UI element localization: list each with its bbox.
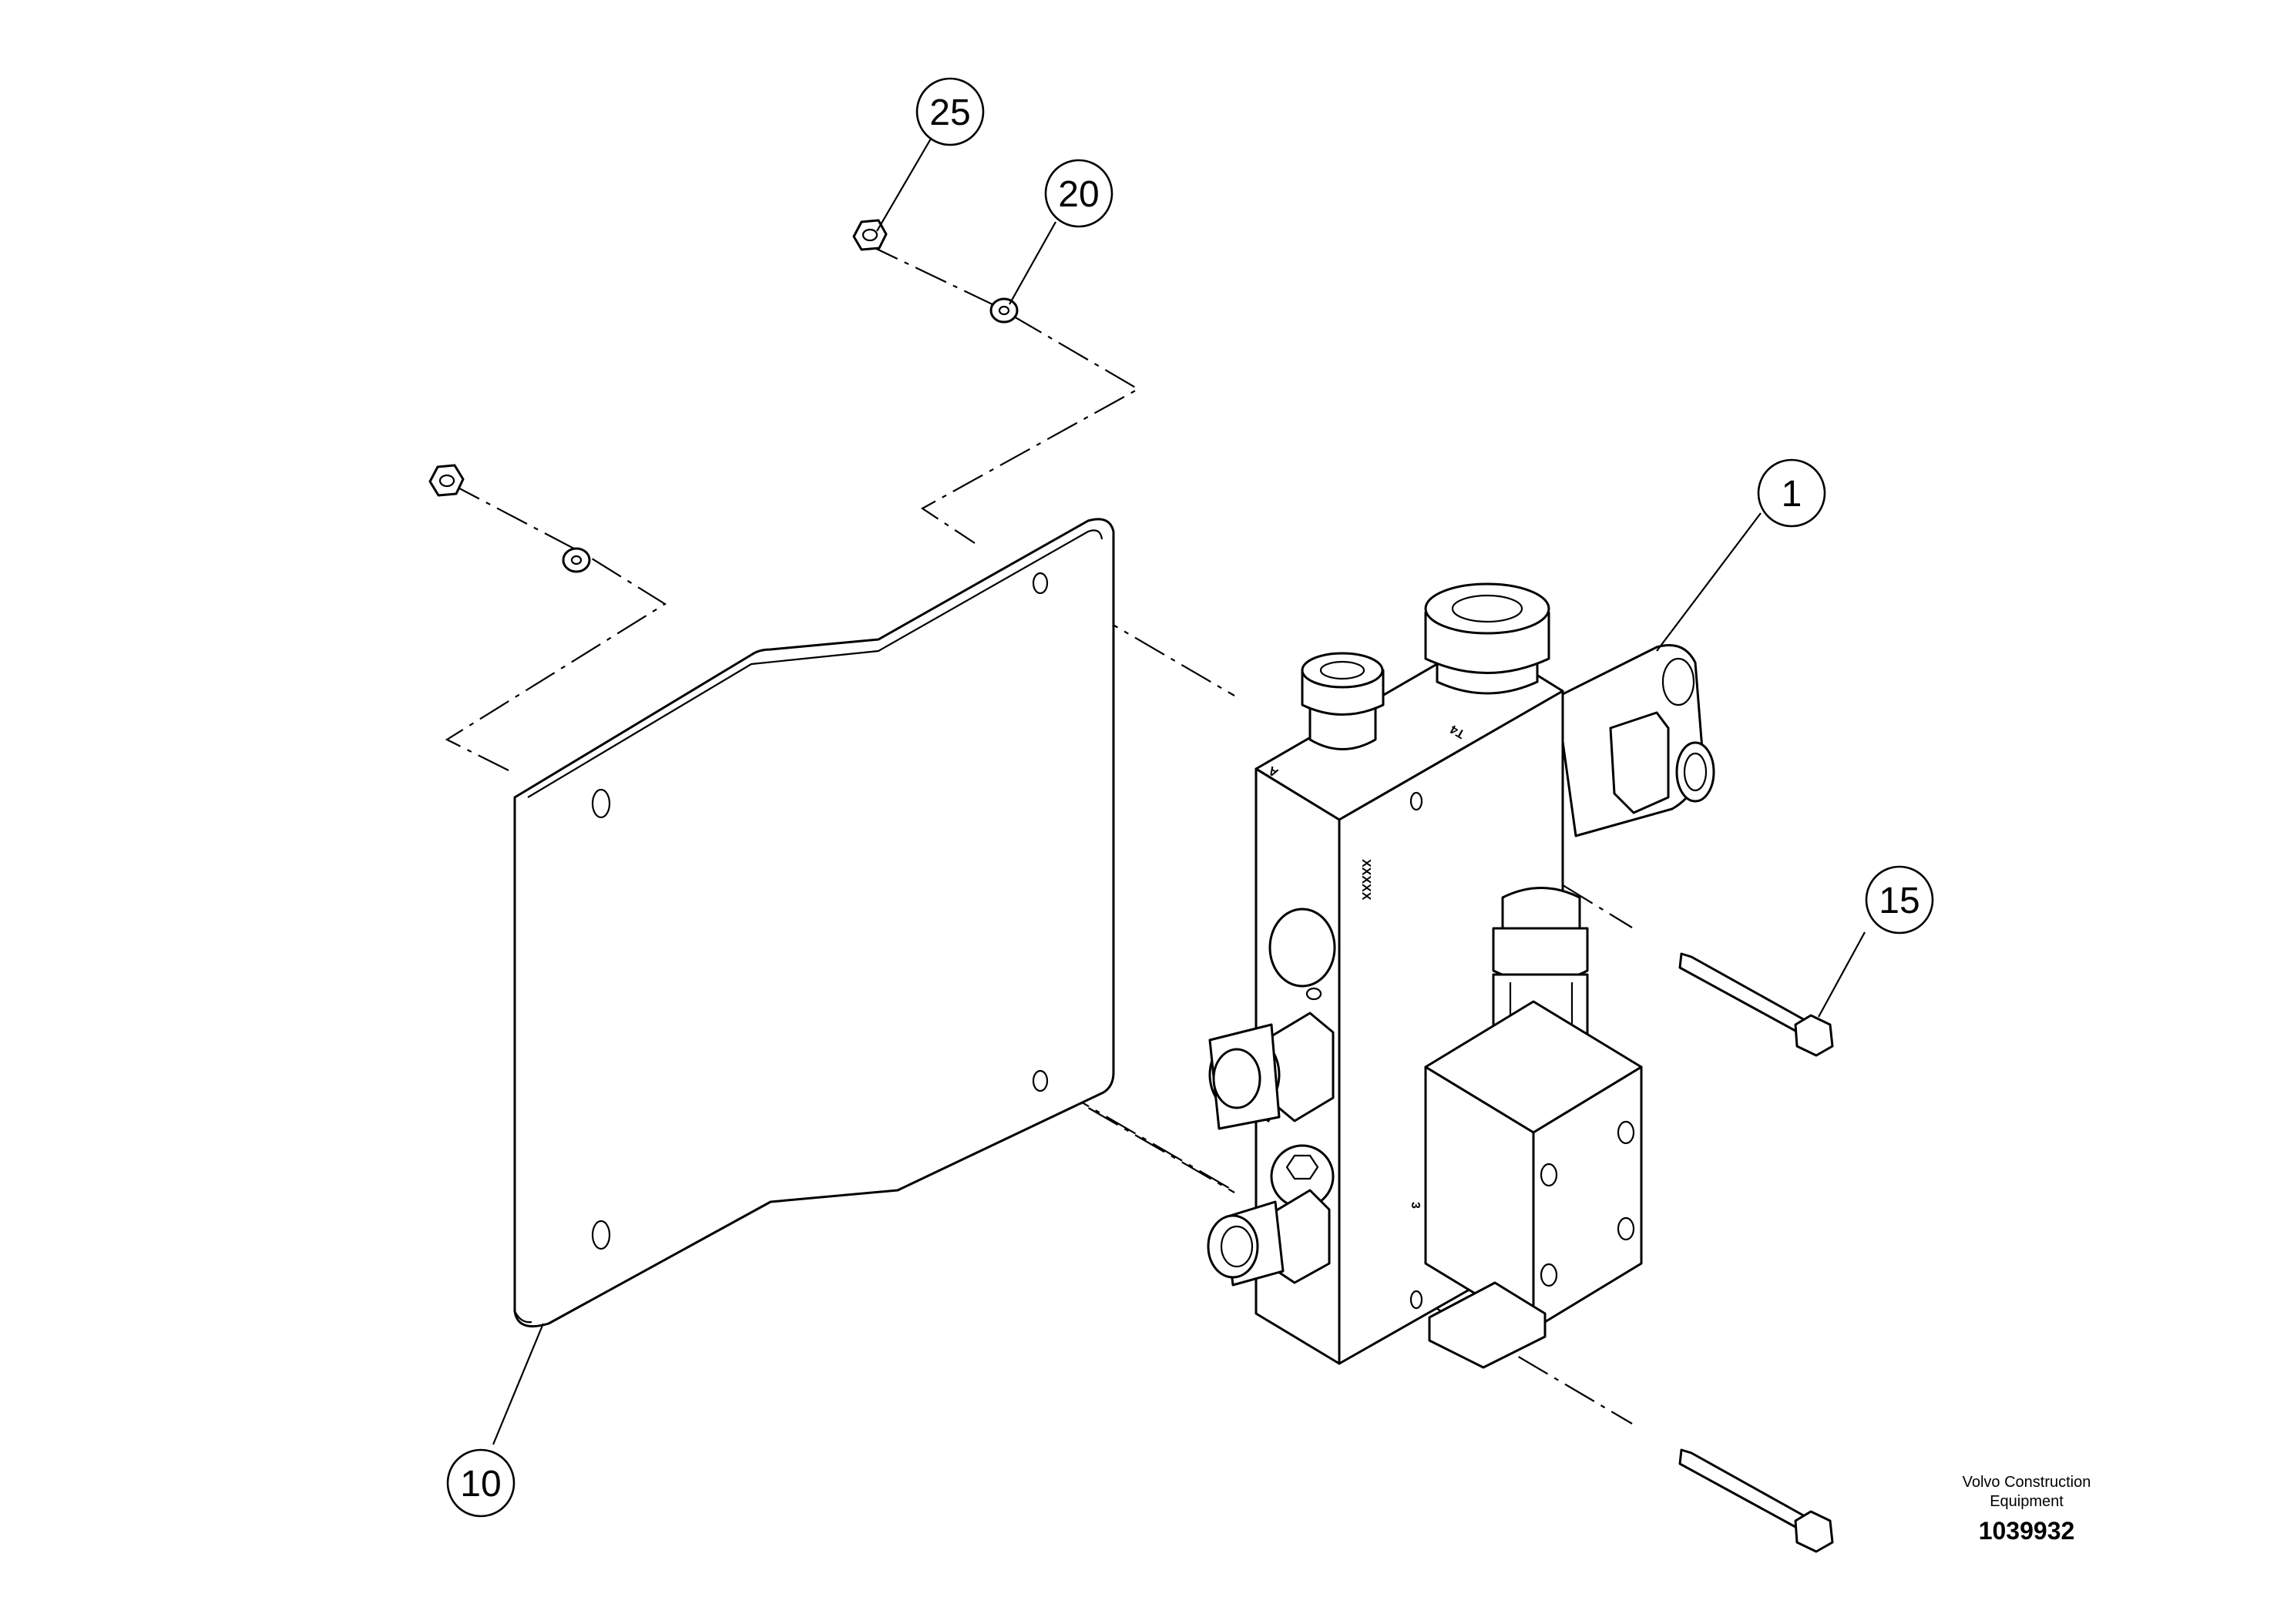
brand-line-1: Volvo Construction bbox=[1963, 1474, 2091, 1491]
callout-10: 10 bbox=[446, 1448, 516, 1518]
port-label-g: 3 bbox=[1409, 1202, 1422, 1209]
fitting-top-right bbox=[1424, 582, 1550, 695]
pressure-valve-body bbox=[1424, 1000, 1643, 1330]
centerline-plate-top-right bbox=[1041, 582, 1235, 696]
centerline-upper-fasteners bbox=[866, 243, 1140, 544]
callout-label: 1 bbox=[1782, 474, 1802, 515]
bolt-upper bbox=[1678, 952, 1834, 1057]
mounting-plate bbox=[513, 518, 1115, 1327]
callout-15: 15 bbox=[1865, 865, 1934, 934]
centerline-left-fasteners bbox=[445, 482, 667, 771]
plate-hole bbox=[1032, 1069, 1049, 1092]
plate-hole bbox=[591, 1220, 611, 1250]
fitting-side-upper bbox=[1208, 1012, 1335, 1130]
fitting-side-lower bbox=[1207, 1189, 1331, 1287]
callout-25: 25 bbox=[915, 77, 985, 146]
valve-assembly: XXXXX A T4 P 3 bbox=[1207, 582, 1715, 1369]
centerline-plate-bottom-right bbox=[1041, 1080, 1235, 1193]
callout-label: 10 bbox=[460, 1464, 501, 1505]
footer: Volvo Construction Equipment 1039932 bbox=[1963, 1474, 2091, 1545]
callout-label: 15 bbox=[1879, 881, 1920, 921]
side-plug bbox=[1268, 908, 1336, 1001]
plate-hole bbox=[1032, 572, 1049, 595]
document-number: 1039932 bbox=[1979, 1517, 2075, 1545]
washer-left bbox=[562, 547, 591, 573]
plate-hole bbox=[591, 788, 611, 819]
callout-1: 1 bbox=[1757, 458, 1826, 528]
washer-upper bbox=[989, 297, 1019, 324]
fitting-top-left bbox=[1301, 652, 1385, 750]
centerline-bolt-lower bbox=[1425, 1301, 1633, 1424]
block-marking: XXXXX bbox=[1359, 859, 1372, 901]
brand-line-2: Equipment bbox=[1990, 1493, 2064, 1510]
callout-leaders bbox=[492, 138, 1866, 1445]
callout-label: 20 bbox=[1058, 174, 1099, 215]
callout-20: 20 bbox=[1044, 159, 1113, 228]
hex-nut-left bbox=[428, 464, 465, 497]
fitting-bottom bbox=[1428, 1281, 1547, 1369]
bolt-lower bbox=[1678, 1448, 1834, 1553]
callout-label: 25 bbox=[929, 92, 970, 133]
valve-rear-body bbox=[1555, 644, 1715, 837]
